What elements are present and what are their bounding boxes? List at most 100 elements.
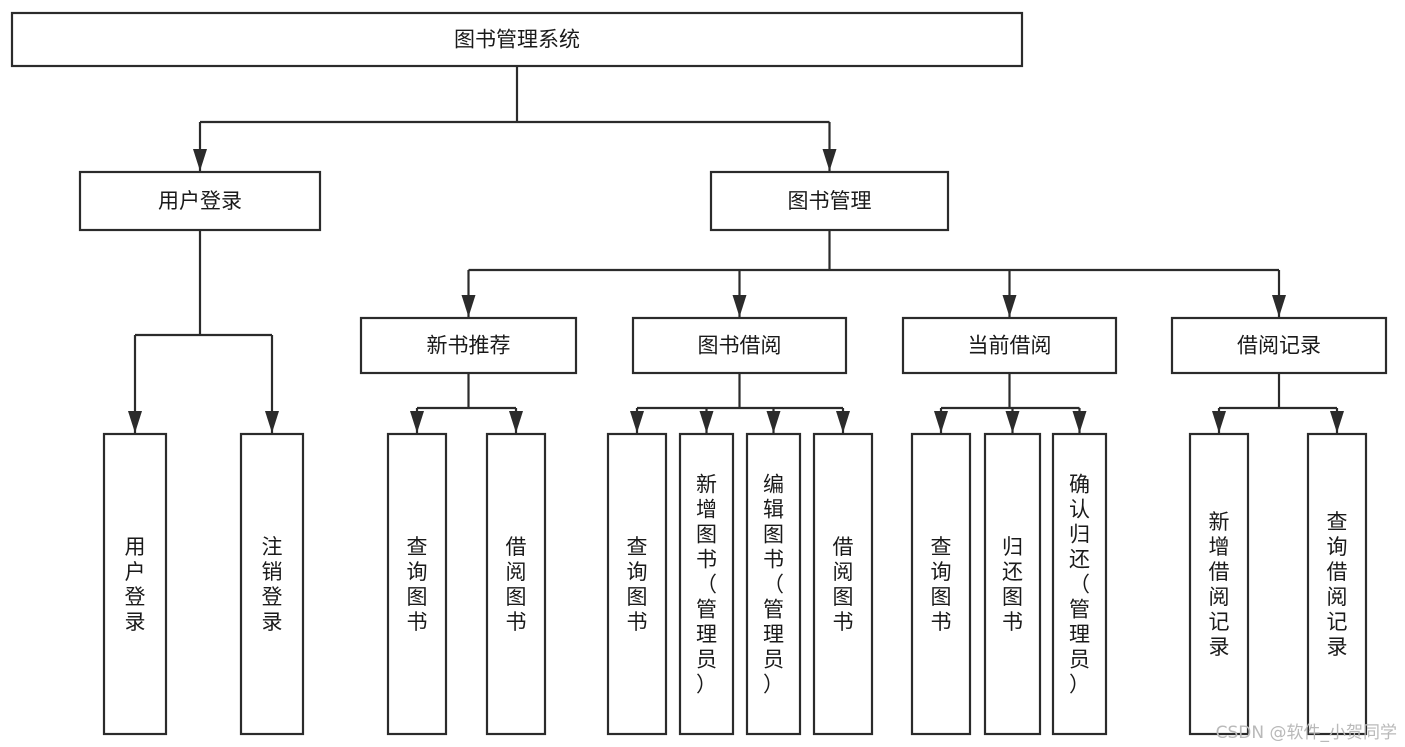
node-box-leaf-borrow-book-bb[interactable] [812, 432, 874, 736]
node-label-char: 书 [1002, 610, 1023, 634]
node-label-char: 录 [262, 610, 283, 634]
arrow-head-icon [461, 295, 476, 317]
arrow-head-icon [509, 411, 523, 433]
node-label-char: 书 [763, 548, 784, 572]
node-box-new-book-rec[interactable] [359, 316, 578, 375]
node-box-leaf-add-record[interactable] [1188, 432, 1250, 736]
node-book-manage[interactable]: 图书管理 [709, 170, 950, 232]
node-box-leaf-add-book[interactable] [678, 432, 735, 736]
node-book-borrow[interactable]: 图书借阅 [631, 316, 848, 375]
node-label-char: 归 [1069, 523, 1090, 547]
node-label-char: ） [696, 673, 717, 697]
node-label-char: ） [1069, 673, 1090, 697]
arrow-head-icon [822, 149, 837, 171]
node-label-char: 查 [1327, 510, 1348, 534]
node-label-char: 记 [1209, 610, 1230, 634]
node-label-char: 员 [1069, 648, 1090, 672]
node-box-leaf-query-book-cb[interactable] [910, 432, 972, 736]
csdn-watermark: CSDN @软件_小贺同学 [1215, 723, 1397, 743]
node-label-char: （ [763, 573, 784, 597]
node-user-login[interactable]: 用户登录 [78, 170, 322, 232]
node-label-char: 归 [1002, 535, 1023, 559]
node-box-leaf-confirm-return[interactable] [1051, 432, 1108, 736]
node-label-char: 书 [833, 610, 854, 634]
node-label-char: 图 [696, 523, 717, 547]
arrow-head-icon [934, 411, 948, 433]
node-box-leaf-user-login[interactable] [102, 432, 168, 736]
node-label-char: 认 [1069, 498, 1090, 522]
node-label-char: 查 [407, 535, 428, 559]
node-box-leaf-borrow-book-rec[interactable] [485, 432, 547, 736]
node-label-char: 新 [696, 473, 717, 497]
node-current-borrow[interactable]: 当前借阅 [901, 316, 1118, 375]
node-label-user-login: 用户登录 [158, 189, 242, 213]
node-label-char: 理 [763, 623, 784, 647]
node-label-char: 销 [262, 560, 283, 584]
node-label-char: 用 [125, 535, 146, 559]
node-label-new-book-rec: 新书推荐 [427, 334, 511, 358]
node-box-leaf-edit-book[interactable] [745, 432, 802, 736]
node-label-book-borrow: 图书借阅 [698, 334, 782, 358]
arrow-head-icon [265, 411, 279, 433]
node-label-char: 注 [262, 535, 283, 559]
node-box-book-borrow[interactable] [631, 316, 848, 375]
node-box-leaf-query-book-bb[interactable] [606, 432, 668, 736]
node-box-book-manage[interactable] [709, 170, 950, 232]
node-label-char: 管 [696, 598, 717, 622]
node-label-char: 员 [696, 648, 717, 672]
node-borrow-record[interactable]: 借阅记录 [1170, 316, 1388, 375]
node-box-user-login[interactable] [78, 170, 322, 232]
node-label-char: 记 [1327, 610, 1348, 634]
node-box-leaf-query-book-rec[interactable] [386, 432, 448, 736]
node-box-leaf-user-logout[interactable] [239, 432, 305, 736]
node-label-char: 录 [1209, 635, 1230, 659]
node-box-leaf-query-record[interactable] [1306, 432, 1368, 736]
node-box-root[interactable] [10, 11, 1024, 68]
node-label-book-manage: 图书管理 [788, 189, 872, 213]
node-label-char: 管 [1069, 598, 1090, 622]
node-label-char: 图 [506, 585, 527, 609]
node-label-char: 管 [763, 598, 784, 622]
node-label-char: 理 [696, 623, 717, 647]
node-label-char: 录 [1327, 635, 1348, 659]
node-label-char: 户 [125, 560, 146, 584]
node-label-char: 理 [1069, 623, 1090, 647]
node-label-char: 增 [696, 498, 717, 522]
node-new-book-rec[interactable]: 新书推荐 [359, 316, 578, 375]
node-label-char: 借 [1327, 560, 1348, 584]
node-label-char: 登 [262, 585, 283, 609]
node-box-leaf-return-book[interactable] [983, 432, 1042, 736]
node-label-char: 图 [627, 585, 648, 609]
arrow-head-icon [1212, 411, 1226, 433]
arrow-head-icon [410, 411, 424, 433]
arrow-head-icon [193, 149, 207, 171]
node-label-char: 书 [627, 610, 648, 634]
node-box-borrow-record[interactable] [1170, 316, 1388, 375]
node-root[interactable]: 图书管理系统 [10, 11, 1024, 68]
node-box-current-borrow[interactable] [901, 316, 1118, 375]
node-label-char: 图 [833, 585, 854, 609]
node-label-char: 编 [763, 473, 784, 497]
arrow-head-icon [128, 411, 142, 433]
node-label-char: 登 [125, 585, 146, 609]
node-label-char: 借 [833, 535, 854, 559]
node-leaf-user-login[interactable]: 用户登录 [102, 432, 168, 736]
node-label-char: 查 [931, 535, 952, 559]
node-label-char: 确 [1069, 473, 1090, 497]
arrow-head-icon [732, 295, 747, 317]
node-label-char: 阅 [506, 560, 527, 584]
